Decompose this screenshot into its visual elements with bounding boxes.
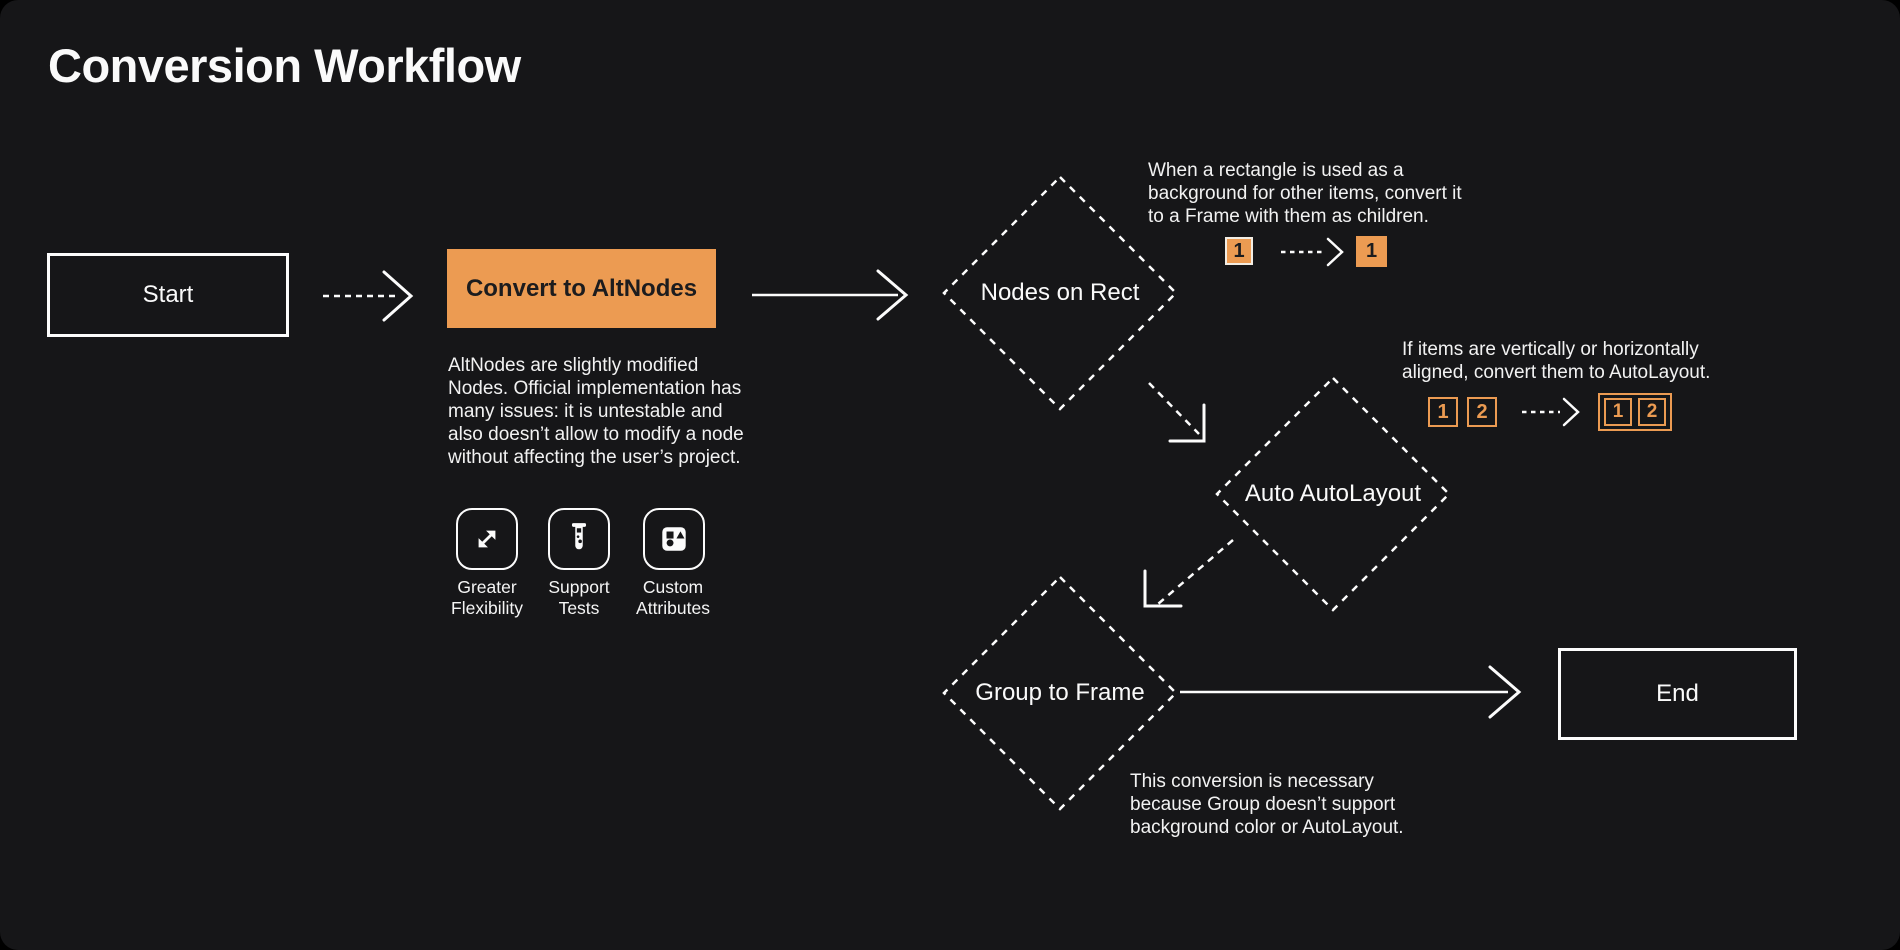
autolayout-after-number-2: 2	[1646, 401, 1658, 422]
flow-node-end: End	[1558, 648, 1797, 740]
expand-diagonal-icon	[478, 530, 496, 548]
altnodes-description: AltNodes are slightly modified Nodes. Of…	[448, 355, 744, 468]
start-label: Start	[142, 281, 194, 308]
autolayout-after-number-1: 1	[1612, 401, 1624, 422]
group-to-frame-label: Group to Frame	[975, 679, 1145, 706]
diamond-group-to-frame	[942, 575, 1178, 811]
feature-card-custom-attributes	[643, 508, 705, 570]
arrow-note-autolayout-example	[1522, 397, 1580, 427]
arrow-nodes-on-rect-to-auto-autolayout	[1148, 382, 1206, 443]
arrow-convert-to-nodes-on-rect	[752, 269, 909, 321]
autolayout-before-number-2: 2	[1476, 400, 1488, 423]
arrow-note-rect-example	[1281, 237, 1344, 267]
auto-autolayout-label: Auto AutoLayout	[1244, 480, 1422, 507]
nodes-on-rect-label: Nodes on Rect	[980, 279, 1140, 306]
convert-label: Convert to AltNodes	[465, 274, 698, 302]
rect-example-before-number: 1	[1233, 239, 1245, 262]
test-tube-icon	[571, 523, 587, 550]
rect-example-before-item: 1	[1225, 237, 1253, 265]
rect-example-after-number: 1	[1365, 240, 1378, 262]
page-title: Conversion Workflow	[48, 39, 521, 92]
autolayout-example-before-item-2: 2	[1467, 397, 1497, 427]
arrow-auto-autolayout-to-group-to-frame	[1143, 539, 1234, 608]
autolayout-example-before-item-1: 1	[1428, 397, 1458, 427]
rect-example-after-item: 1	[1356, 236, 1387, 267]
group-to-frame-note: This conversion is necessary because Gro…	[1130, 771, 1404, 838]
feature-label-greater-flexibility: Greater Flexibility	[451, 577, 523, 618]
autolayout-before-number-1: 1	[1437, 400, 1449, 423]
autolayout-example-after-group: 1 2	[1598, 393, 1672, 431]
feature-label-support-tests: Support Tests	[548, 577, 610, 618]
diamond-nodes-on-rect	[942, 175, 1178, 411]
autolayout-after-item-2: 2	[1638, 398, 1666, 426]
feature-label-custom-attributes: Custom Attributes	[636, 577, 710, 618]
auto-autolayout-note: If items are vertically or horizontally …	[1402, 339, 1711, 383]
arrow-start-to-convert	[323, 270, 414, 322]
end-label: End	[1656, 680, 1699, 707]
arrow-group-to-frame-to-end	[1180, 665, 1522, 719]
flow-node-convert-to-altnodes: Convert to AltNodes	[447, 249, 716, 328]
flow-node-start: Start	[47, 253, 289, 337]
feature-card-greater-flexibility	[456, 508, 518, 570]
diamond-auto-autolayout	[1215, 376, 1451, 612]
nodes-on-rect-note: When a rectangle is used as a background…	[1148, 160, 1462, 227]
feature-card-support-tests	[548, 508, 610, 570]
autolayout-after-item-1: 1	[1604, 398, 1632, 426]
shapes-icon	[662, 527, 686, 551]
